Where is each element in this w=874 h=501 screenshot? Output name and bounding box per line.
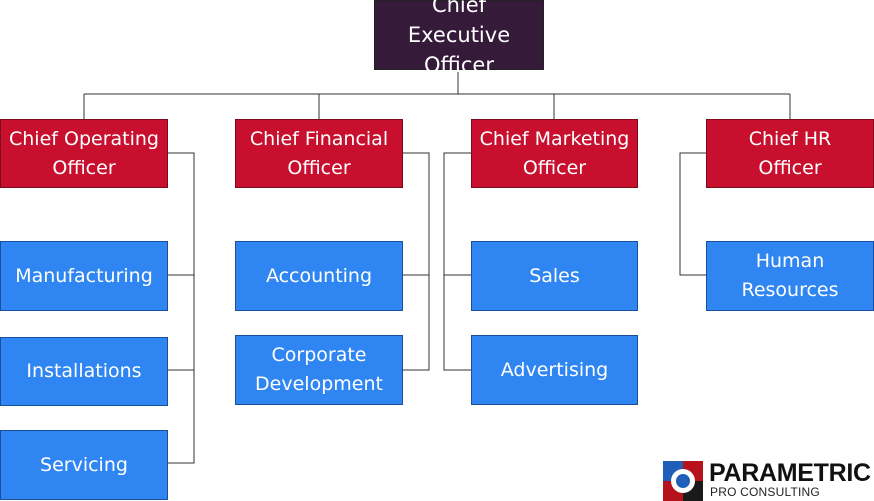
dept-advertising: Advertising <box>471 335 638 405</box>
dept-installations: Installations <box>0 337 168 406</box>
cmo-box: Chief Marketing Officer <box>471 119 638 188</box>
dept-label: Servicing <box>40 453 128 476</box>
company-logo: PARAMETRIC PRO CONSULTING <box>663 459 874 501</box>
logo-mark-icon <box>663 461 703 501</box>
dept-label: Corporate Development <box>255 344 383 395</box>
cfo-label: Chief Financial Officer <box>249 127 389 179</box>
chro-label: Chief HR Officer <box>748 127 832 179</box>
cfo-box: Chief Financial Officer <box>235 119 403 188</box>
dept-label: Installations <box>26 360 142 382</box>
dept-sales: Sales <box>471 241 638 311</box>
dept-corporate-development: Corporate Development <box>235 335 403 405</box>
logo-tagline: PRO CONSULTING <box>710 485 820 499</box>
logo-wordmark: PARAMETRIC <box>709 459 871 487</box>
coo-box: Chief Operating Officer <box>0 119 168 188</box>
dept-label: Advertising <box>500 358 609 381</box>
chro-box: Chief HR Officer <box>706 119 874 188</box>
dept-human-resources: Human Resources <box>706 241 874 311</box>
dept-label: Manufacturing <box>15 264 153 287</box>
cmo-label: Chief Marketing Officer <box>479 127 630 179</box>
dept-label: Accounting <box>265 264 373 287</box>
dept-label: Human Resources <box>741 250 839 301</box>
ceo-label: Chief Executive Officer <box>407 0 511 77</box>
dept-servicing: Servicing <box>0 430 168 500</box>
dept-label: Sales <box>529 264 580 287</box>
coo-label: Chief Operating Officer <box>9 127 159 179</box>
dept-accounting: Accounting <box>235 241 403 311</box>
ceo-box: Chief Executive Officer <box>374 0 544 77</box>
dept-manufacturing: Manufacturing <box>0 241 168 311</box>
